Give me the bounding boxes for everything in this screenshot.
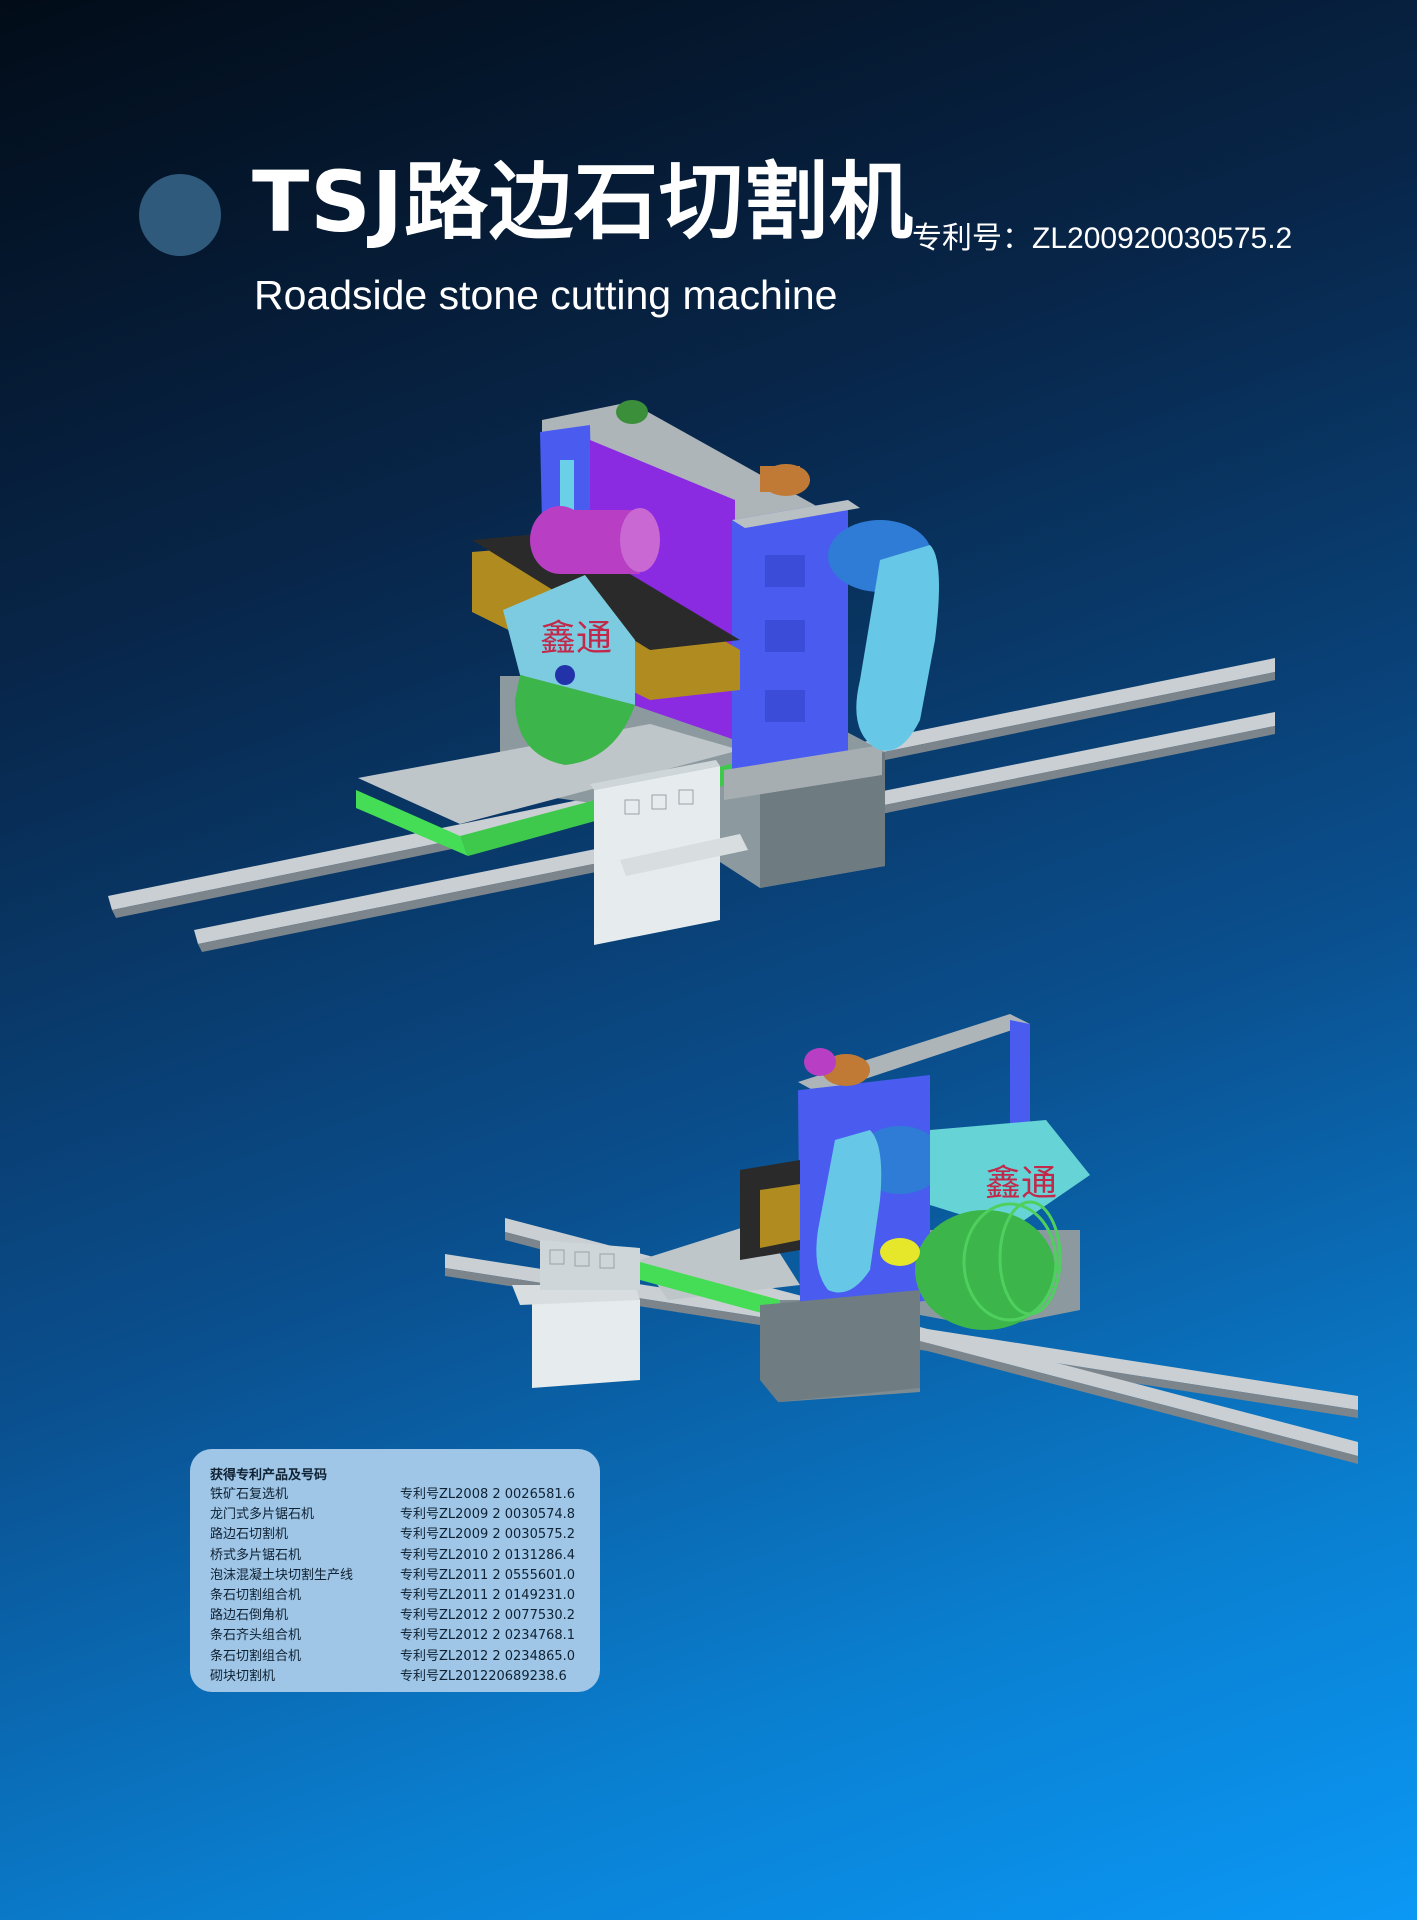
- patent-code: 专利号ZL201220689238.6: [400, 1668, 567, 1684]
- rear-frame: [542, 402, 820, 538]
- patent-list-panel: 获得专利产品及号码 铁矿石复选机 专利号ZL2008 2 0026581.6 龙门…: [190, 1449, 600, 1692]
- patent-row: 条石齐头组合机 专利号ZL2012 2 0234768.1: [210, 1626, 580, 1646]
- patent-code: 专利号ZL2010 2 0131286.4: [400, 1547, 576, 1563]
- patent-product-name: 龙门式多片锯石机: [210, 1507, 315, 1523]
- patent-code: 专利号ZL2012 2 0234865.0: [400, 1648, 576, 1664]
- brand-mark-top: 鑫通: [540, 618, 612, 659]
- patent-row: 龙门式多片锯石机 专利号ZL2009 2 0030574.8: [210, 1505, 580, 1525]
- patent-product-name: 条石齐头组合机: [210, 1628, 302, 1644]
- patent-row: 桥式多片锯石机 专利号ZL2010 2 0131286.4: [210, 1546, 580, 1566]
- patent-row: 条石切割组合机 专利号ZL2011 2 0149231.0: [210, 1586, 580, 1606]
- patent-row: 铁矿石复选机 专利号ZL2008 2 0026581.6: [210, 1485, 580, 1505]
- page-title: TSJ路边石切割机: [252, 153, 915, 251]
- patent-number: 专利号：ZL200920030575.2: [912, 222, 1293, 255]
- patent-product-name: 桥式多片锯石机: [210, 1547, 302, 1563]
- patent-product-name: 条石切割组合机: [210, 1648, 302, 1664]
- belt-guard: [856, 545, 939, 751]
- patent-row: 泡沫混凝土块切割生产线 专利号ZL2011 2 0555601.0: [210, 1566, 580, 1586]
- patent-row: 砌块切割机 专利号ZL201220689238.6: [210, 1667, 580, 1687]
- patent-code: 专利号ZL2009 2 0030575.2: [400, 1527, 576, 1543]
- machine-top-view: 鑫通: [108, 400, 1275, 952]
- patent-product-name: 条石切割组合机: [210, 1587, 302, 1603]
- blade-guard: [503, 575, 635, 705]
- patent-product-name: 路边石倒角机: [210, 1608, 289, 1624]
- control-cabinet-bottom: [532, 1300, 640, 1388]
- blade-guard-bottom: [930, 1120, 1090, 1230]
- page-subtitle: Roadside stone cutting machine: [254, 272, 838, 318]
- patent-code: 专利号ZL2011 2 0555601.0: [400, 1567, 576, 1583]
- patent-product-name: 泡沫混凝土块切割生产线: [210, 1567, 354, 1583]
- title-bullet-dot: [139, 174, 221, 256]
- work-table: [358, 724, 740, 824]
- patent-row: 路边石切割机 专利号ZL2009 2 0030575.2: [210, 1525, 580, 1545]
- machine-bottom-view: 鑫通: [445, 1014, 1358, 1464]
- patent-list-heading: 获得专利产品及号码: [210, 1468, 328, 1483]
- patent-code: 专利号ZL2009 2 0030574.8: [400, 1507, 576, 1523]
- patent-code: 专利号ZL2008 2 0026581.6: [400, 1487, 576, 1502]
- patent-code: 专利号ZL2012 2 0077530.2: [400, 1608, 576, 1624]
- patent-row: 条石切割组合机 专利号ZL2012 2 0234865.0: [210, 1647, 580, 1667]
- brand-mark-bottom: 鑫通: [985, 1163, 1057, 1204]
- patent-product-name: 路边石切割机: [210, 1527, 289, 1543]
- patent-row: 路边石倒角机 专利号ZL2012 2 0077530.2: [210, 1606, 580, 1626]
- saw-blade: [515, 675, 635, 765]
- patent-product-name: 铁矿石复选机: [210, 1487, 289, 1502]
- patent-product-name: 砌块切割机: [210, 1668, 276, 1684]
- patent-code: 专利号ZL2011 2 0149231.0: [400, 1587, 576, 1603]
- patent-code: 专利号ZL2012 2 0234768.1: [400, 1628, 576, 1644]
- saw-blades-bottom: [915, 1210, 1055, 1330]
